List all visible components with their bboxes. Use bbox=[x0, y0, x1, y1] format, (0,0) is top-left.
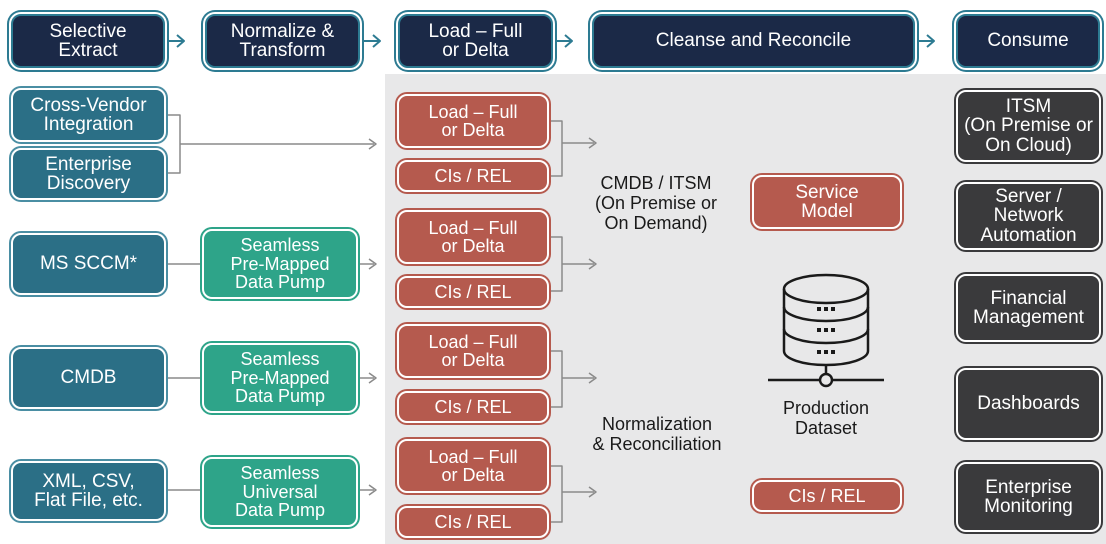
source-ms-sccm: MS SCCM* bbox=[11, 233, 166, 295]
normalization-label: Normalization & Reconciliation bbox=[592, 414, 722, 454]
consumer-enterprise-monitoring: Enterprise Monitoring bbox=[956, 462, 1101, 532]
database-icon bbox=[768, 273, 884, 388]
header-arrow-4 bbox=[926, 34, 935, 48]
cis-rel-box-3: CIs / REL bbox=[397, 391, 549, 423]
data-pump-cmdb: Seamless Pre-Mapped Data Pump bbox=[202, 343, 358, 413]
source-cross-vendor: Cross-Vendor Integration bbox=[11, 88, 166, 142]
service-model-box: Service Model bbox=[752, 175, 902, 229]
stage-cleanse-reconcile: Cleanse and Reconcile bbox=[592, 14, 915, 68]
header-arrow-3 bbox=[564, 34, 573, 48]
source-cmdb: CMDB bbox=[11, 347, 166, 409]
stage-normalize-transform: Normalize & Transform bbox=[205, 14, 360, 68]
cis-rel-center-box: CIs / REL bbox=[752, 480, 902, 512]
cis-rel-box-4: CIs / REL bbox=[397, 506, 549, 538]
consumer-itsm: ITSM (On Premise or On Cloud) bbox=[956, 90, 1101, 162]
load-box-3: Load – Full or Delta bbox=[397, 324, 549, 378]
header-arrow-2 bbox=[372, 34, 381, 48]
cis-rel-box-1: CIs / REL bbox=[397, 160, 549, 192]
stage-selective-extract: Selective Extract bbox=[11, 14, 165, 68]
consumer-financial-management: Financial Management bbox=[956, 274, 1101, 342]
consumer-server-network-automation: Server / Network Automation bbox=[956, 182, 1101, 250]
production-dataset-label: Production Dataset bbox=[782, 398, 870, 438]
load-box-2: Load – Full or Delta bbox=[397, 210, 549, 264]
cis-rel-box-2: CIs / REL bbox=[397, 276, 549, 308]
header-arrow-1 bbox=[176, 34, 185, 48]
stage-load: Load – Full or Delta bbox=[398, 14, 553, 68]
source-xml-csv: XML, CSV, Flat File, etc. bbox=[11, 461, 166, 521]
data-pump-universal: Seamless Universal Data Pump bbox=[202, 457, 358, 527]
consumer-dashboards: Dashboards bbox=[956, 368, 1101, 440]
cmdb-itsm-label: CMDB / ITSM (On Premise or On Demand) bbox=[594, 173, 718, 233]
load-box-1: Load – Full or Delta bbox=[397, 94, 549, 148]
stage-consume: Consume bbox=[956, 14, 1100, 68]
data-pump-sccm: Seamless Pre-Mapped Data Pump bbox=[202, 229, 358, 299]
source-enterprise-discovery: Enterprise Discovery bbox=[11, 148, 166, 200]
load-box-4: Load – Full or Delta bbox=[397, 439, 549, 493]
